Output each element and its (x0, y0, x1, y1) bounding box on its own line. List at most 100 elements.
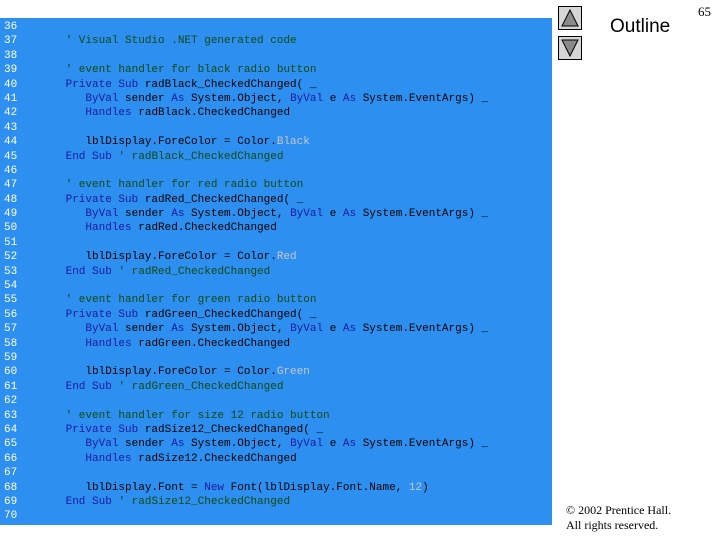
comment-token: ' event handler for size 12 radio button (65, 409, 330, 422)
code-line: ByVal sender As System.Object, ByVal e A… (26, 207, 488, 221)
code-token (26, 424, 66, 436)
keyword-token: As (342, 92, 357, 105)
code-line: End Sub ' radSize12_CheckedChanged (26, 495, 488, 509)
code-token: sender (118, 92, 172, 105)
line-number: 45 (4, 150, 18, 163)
keyword-token: Handles (85, 222, 132, 235)
code-token (26, 179, 66, 191)
line-number: 42 (4, 107, 18, 120)
keyword-token: Private Sub (65, 308, 139, 321)
code-token: ) (422, 481, 429, 494)
code-line: ' Visual Studio .NET generated code (26, 34, 488, 48)
line-number: 53 (4, 265, 18, 278)
keyword-token: ByVal (85, 208, 119, 221)
line-number: 59 (4, 351, 18, 364)
keyword-token: ByVal (85, 323, 119, 336)
line-number: 40 (4, 78, 18, 91)
code-token: System.Object, (184, 208, 291, 221)
keyword-token: New (204, 481, 225, 494)
keyword-token: End Sub (65, 495, 112, 508)
code-line: ' event handler for green radio button (26, 293, 488, 307)
code-line: lblDisplay.Font = New Font(lblDisplay.Fo… (26, 481, 488, 495)
code-token: sender (118, 323, 172, 336)
keyword-token: ByVal (85, 92, 119, 105)
code-token: radGreen.CheckedChanged (131, 337, 291, 350)
code-line: ' event handler for red radio button (26, 178, 488, 192)
code-token: sender (118, 208, 172, 221)
code-line: ByVal sender As System.Object, ByVal e A… (26, 437, 488, 451)
code-line: Private Sub radSize12_CheckedChanged( _ (26, 423, 488, 437)
code-token (26, 222, 85, 234)
code-token: lblDisplay.Font = (26, 481, 205, 494)
code-token (26, 410, 66, 422)
keyword-token: ByVal (290, 92, 324, 105)
line-number: 70 (4, 510, 18, 523)
code-token (26, 453, 85, 465)
line-number: 41 (4, 92, 18, 105)
comment-token: ' event handler for black radio button (65, 64, 317, 77)
previous-slide-button[interactable] (558, 6, 582, 30)
keyword-token: End Sub (65, 265, 112, 278)
code-token: radGreen_CheckedChanged( _ (138, 308, 317, 321)
outline-title[interactable]: Outline (610, 16, 671, 37)
keyword-token: ByVal (290, 438, 324, 451)
code-token: radRed_CheckedChanged( _ (138, 193, 304, 206)
next-slide-button[interactable] (558, 36, 582, 60)
comment-token: ' radGreen_CheckedChanged (118, 380, 284, 393)
line-number: 47 (4, 179, 18, 192)
line-number: 65 (4, 438, 18, 451)
code-token (26, 309, 66, 321)
code-token (26, 208, 85, 220)
comment-token: ' radRed_CheckedChanged (118, 265, 271, 278)
code-line (26, 20, 488, 34)
code-line: ByVal sender As System.Object, ByVal e A… (26, 92, 488, 106)
code-listing: ' Visual Studio .NET generated code ' ev… (26, 20, 489, 524)
line-number: 62 (4, 395, 18, 408)
code-token: System.Object, (184, 92, 291, 105)
line-number: 55 (4, 294, 18, 307)
code-line (26, 394, 488, 408)
keyword-token: Private Sub (65, 78, 139, 91)
code-token: e (323, 208, 343, 221)
code-token: System.EventArgs) _ (356, 438, 489, 451)
triangle-up-icon (561, 8, 579, 27)
code-token: radSize12.CheckedChanged (131, 452, 297, 465)
code-line (26, 509, 488, 523)
line-number: 54 (4, 280, 18, 293)
copyright-notice: © 2002 Prentice Hall. All rights reserve… (566, 503, 671, 533)
keyword-token: Private Sub (65, 423, 139, 436)
line-number: 68 (4, 481, 18, 494)
code-line (26, 49, 488, 63)
code-token: System.EventArgs) _ (356, 323, 489, 336)
literal-token: Black (276, 136, 310, 149)
code-token: radBlack_CheckedChanged( _ (138, 78, 317, 91)
code-token: e (323, 92, 343, 105)
line-number: 63 (4, 409, 18, 422)
line-number: 69 (4, 495, 18, 508)
code-line: lblDisplay.ForeColor = Color.Green (26, 365, 488, 379)
line-number: 38 (4, 49, 18, 62)
code-token: sender (118, 438, 172, 451)
comment-token: ' event handler for red radio button (65, 179, 304, 192)
line-number: 49 (4, 208, 18, 221)
keyword-token: ByVal (290, 208, 324, 221)
line-number: 51 (4, 236, 18, 249)
literal-token: Green (276, 366, 310, 379)
code-line: Private Sub radGreen_CheckedChanged( _ (26, 308, 488, 322)
code-token: radRed.CheckedChanged (131, 222, 277, 235)
code-token: System.EventArgs) _ (356, 92, 489, 105)
line-number: 61 (4, 380, 18, 393)
line-number: 39 (4, 64, 18, 77)
code-token (26, 151, 66, 163)
code-line: End Sub ' radGreen_CheckedChanged (26, 380, 488, 394)
code-token (26, 107, 85, 119)
keyword-token: ByVal (290, 323, 324, 336)
line-number: 60 (4, 366, 18, 379)
code-token (26, 496, 66, 508)
code-token (26, 294, 66, 306)
line-number: 56 (4, 308, 18, 321)
code-line (26, 351, 488, 365)
code-token (26, 338, 85, 350)
code-line: Handles radRed.CheckedChanged (26, 221, 488, 235)
